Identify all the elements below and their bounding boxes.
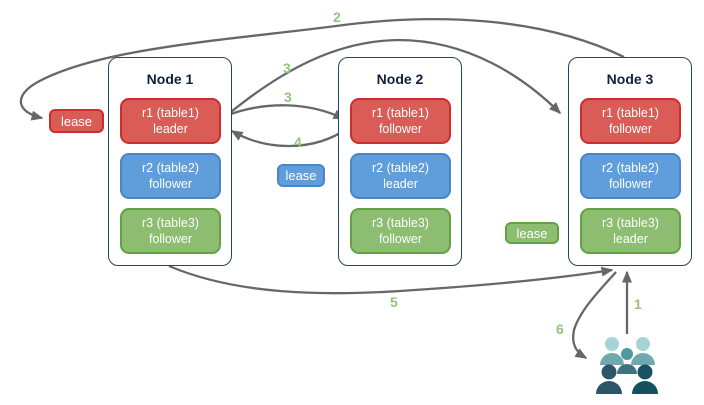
node-2-replica-r2: r2 (table2) leader [350,153,451,199]
replica-role: leader [153,122,188,136]
step-label-4: 4 [294,134,302,150]
arrow-step-2 [19,17,625,121]
node-2: Node 2 r1 (table1) follower r2 (table2) … [338,57,462,266]
user-back-right [631,337,655,365]
node-2-replica-r1: r1 (table1) follower [350,98,451,144]
replica-role: leader [383,177,418,191]
node-3-title: Node 3 [606,71,654,87]
arrow-step-5 [168,264,614,295]
replica-role: follower [378,232,423,246]
step-label-3b: 3 [284,89,292,105]
user-front-left [596,364,622,394]
node-3-replica-r3: r3 (table3) leader [580,208,681,254]
replica-role: follower [378,122,423,136]
step-label-2: 2 [333,9,341,25]
node-1-title: Node 1 [146,71,194,87]
replica-name: r3 (table3) [142,215,199,230]
lease-chip-table1: lease [49,109,104,133]
arrow-step-6 [572,271,617,359]
replica-name: r1 (table1) [142,105,199,120]
replica-role: follower [148,177,193,191]
replica-role: follower [608,122,653,136]
node-1-replica-r3: r3 (table3) follower [120,208,221,254]
step-label-6: 6 [556,321,564,337]
lease-chip-table3: lease [505,222,559,244]
user-front-right [632,364,658,394]
replica-role: follower [608,177,653,191]
node-3-replica-r2: r2 (table2) follower [580,153,681,199]
node-3-replica-r1: r1 (table1) follower [580,98,681,144]
replica-name: r2 (table2) [602,160,659,175]
user-back-left [600,337,624,365]
replica-role: follower [148,232,193,246]
node-2-replica-r3: r3 (table3) follower [350,208,451,254]
replica-name: r1 (table1) [602,105,659,120]
node-1: Node 1 r1 (table1) leader r2 (table2) fo… [108,57,232,266]
node-1-replica-r1: r1 (table1) leader [120,98,221,144]
step-label-3a: 3 [283,60,291,76]
replica-name: r3 (table3) [372,215,429,230]
replica-name: r2 (table2) [142,160,199,175]
replica-name: r3 (table3) [602,215,659,230]
replica-name: r2 (table2) [372,160,429,175]
node-2-title: Node 2 [376,71,424,87]
arrow-step-4 [230,127,349,148]
users-icon [596,337,658,394]
arrow-step-3-to-node2 [227,104,346,121]
replica-role: leader [613,232,648,246]
step-label-1: 1 [634,296,642,312]
step-label-5: 5 [390,294,398,310]
lease-chip-table2: lease [277,164,325,187]
replica-name: r1 (table1) [372,105,429,120]
node-3: Node 3 r1 (table1) follower r2 (table2) … [568,57,692,266]
node-1-replica-r2: r2 (table2) follower [120,153,221,199]
arrow-step-3-to-node3 [225,38,562,117]
user-middle [617,348,637,374]
